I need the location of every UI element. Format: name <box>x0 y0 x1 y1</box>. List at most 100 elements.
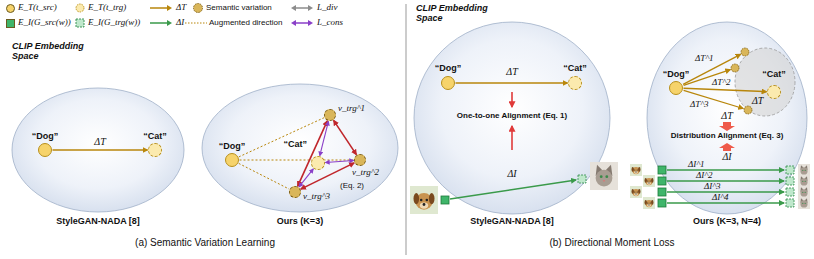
embedding-point: “Dog” <box>225 153 239 167</box>
shape <box>295 7 309 9</box>
image-direction <box>450 180 576 199</box>
legend-text: L_cons <box>317 18 343 27</box>
legend-text: L_div <box>317 3 338 12</box>
embedding-point: v_trg^1 <box>324 109 336 121</box>
dog-image <box>410 186 438 214</box>
connector <box>334 120 357 154</box>
shape <box>295 22 309 24</box>
panel-divider <box>406 4 407 255</box>
embedding-point: “Cat” <box>148 143 162 157</box>
space-label: CLIP Embedding Space <box>416 4 496 24</box>
image-embedding <box>786 199 794 207</box>
point-label: v_trg^1 <box>338 104 365 113</box>
legend-sample <box>148 2 174 14</box>
shape <box>194 4 203 13</box>
connector <box>684 88 767 91</box>
point-label: “Dog” <box>32 132 59 142</box>
connector <box>326 161 354 163</box>
point-label: v_trg^2 <box>352 168 379 177</box>
embedding-point: v_trg^2 <box>354 154 366 166</box>
image-embedding <box>658 188 666 196</box>
method-caption: Ours (K=3, N=4) <box>693 217 761 227</box>
cat-image <box>798 164 810 176</box>
embedding-point: “Dog” <box>669 81 683 95</box>
cat-image <box>798 197 810 209</box>
alignment-note: One-to-one Alignment (Eq. 1) <box>457 112 567 121</box>
connector <box>239 163 290 189</box>
image-embedding <box>786 188 794 196</box>
space-ellipse <box>647 22 807 214</box>
distribution-label: ΔI <box>722 151 731 162</box>
cat-image <box>798 175 810 187</box>
image-embedding <box>578 175 586 183</box>
image-embedding <box>658 166 666 174</box>
space-label: CLIP Embedding Space <box>12 42 92 62</box>
point-label: “Cat” <box>563 64 587 74</box>
equation-ref: (Eq. 2) <box>340 182 364 191</box>
legend-text: E_T(t_src) <box>18 3 57 12</box>
image-direction <box>667 169 784 170</box>
point-label: “Dog” <box>219 142 246 152</box>
point-label: “Cat” <box>283 140 307 150</box>
shape <box>76 19 84 27</box>
method-caption: StyleGAN-NADA [8] <box>470 217 554 227</box>
distribution-illustration <box>630 48 810 209</box>
shape <box>308 20 313 26</box>
edge-label: ΔT <box>752 95 763 106</box>
method-caption: StyleGAN-NADA [8] <box>56 217 140 227</box>
dog-image <box>643 175 655 187</box>
legend-sample <box>289 17 315 29</box>
legend-swatch <box>6 19 15 28</box>
image-direction <box>667 202 784 203</box>
cat-image <box>590 162 618 190</box>
fat-arrow <box>719 143 735 151</box>
legend-text: ΔT <box>176 3 186 12</box>
direction-label: ΔI^1 <box>688 160 705 169</box>
alignment-note: Distribution Alignment (Eq. 3) <box>671 132 784 141</box>
shape <box>291 5 296 11</box>
legend-sample <box>183 17 209 29</box>
shape <box>185 23 207 24</box>
space-ellipse <box>202 84 398 212</box>
connector <box>298 121 328 186</box>
panel-caption: (a) Semantic Variation Learning <box>135 237 275 248</box>
legend-text: E_I(G_src(w)) <box>18 18 71 27</box>
point-label: “Dog” <box>435 64 462 74</box>
shape <box>167 20 172 26</box>
point-label: “Cat” <box>143 132 167 142</box>
align-arrow <box>511 92 513 107</box>
embedding-point: v_trg^3 <box>289 186 301 198</box>
align-arrow <box>511 126 513 150</box>
legend-text: E_I(G_trg(w)) <box>88 18 140 27</box>
legend-sample <box>148 17 174 29</box>
variation-point <box>741 48 749 56</box>
direction-label: ΔI^2 <box>696 171 713 180</box>
point-label: “Cat” <box>762 70 786 80</box>
legend-text: Augmented direction <box>209 18 282 28</box>
fat-arrow <box>719 122 735 131</box>
connector <box>53 149 148 151</box>
edge-label: ΔT <box>506 66 517 77</box>
image-embedding <box>786 177 794 185</box>
shape <box>291 20 296 26</box>
method-caption: Ours (K=3) <box>277 217 323 227</box>
embedding-point: “Dog” <box>38 143 52 157</box>
image-embedding <box>786 166 794 174</box>
embedding-point: “Cat” <box>767 85 781 99</box>
variation-point <box>744 106 752 114</box>
point-label: v_trg^3 <box>303 192 330 201</box>
shape <box>308 5 313 11</box>
legend-text: Semantic variation <box>206 3 272 13</box>
dog-image <box>630 186 642 198</box>
embedding-point: “Cat” <box>568 76 582 90</box>
direction-label: ΔT^1 <box>695 54 714 63</box>
direction-label: ΔI <box>507 168 516 179</box>
direction-label: ΔI^4 <box>712 193 729 202</box>
shape <box>167 5 172 11</box>
shape <box>76 4 84 12</box>
connector <box>320 121 329 155</box>
shape <box>150 22 168 24</box>
text-direction <box>683 54 741 84</box>
point-label: “Dog” <box>663 70 690 80</box>
